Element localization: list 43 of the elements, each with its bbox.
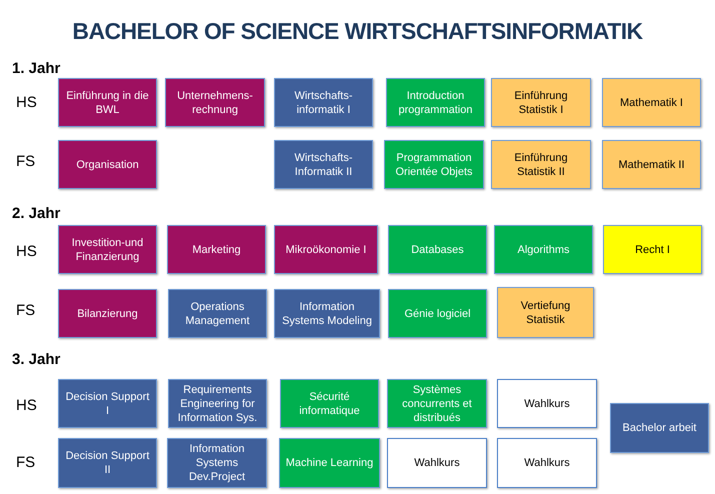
- course-box: Unternehmens-rechnung: [165, 78, 265, 127]
- course-box: Einführung in die BWL: [58, 78, 157, 127]
- course-box: Recht I: [603, 225, 702, 274]
- course-box: Bilanzierung: [58, 289, 157, 338]
- course-box: Mathematik I: [602, 78, 701, 127]
- semester-label: FS: [16, 453, 36, 473]
- semester-label: HS: [16, 242, 37, 262]
- course-box: Einführung Statistik I: [491, 78, 591, 127]
- semester-label: FS: [16, 152, 36, 172]
- course-box: Machine Learning: [279, 438, 380, 488]
- semester-label: HS: [16, 396, 37, 416]
- course-box: Databases: [388, 225, 487, 274]
- course-box: Programmation Orientée Objets: [384, 140, 484, 189]
- course-box: Algorithms: [494, 225, 593, 274]
- course-box: Introduction programmation: [386, 78, 485, 127]
- course-box: Operations Management: [168, 289, 267, 338]
- course-box: Mathematik II: [602, 140, 701, 189]
- course-box: Information Systems Dev.Project: [167, 438, 267, 488]
- year-heading: 3. Jahr: [12, 350, 60, 370]
- course-box: Bachelor arbeit: [610, 403, 709, 453]
- course-box: Génie logiciel: [388, 289, 487, 338]
- title: BACHELOR OF SCIENCE WIRTSCHAFTSINFORMATIK: [71, 17, 644, 46]
- course-box: Organisation: [58, 140, 157, 189]
- course-box: Requirements Engineering for Information Sys.: [168, 379, 267, 428]
- course-box: Wahlkurs: [387, 438, 487, 488]
- course-box: Einführung Statistik II: [491, 140, 591, 189]
- course-box: Wirtschafts-Informatik II: [274, 140, 373, 189]
- semester-label: FS: [16, 301, 36, 321]
- course-box: Wahlkurs: [497, 438, 597, 488]
- course-box: Sécurité informatique: [280, 379, 379, 428]
- course-box: Information Systems Modeling: [274, 289, 380, 338]
- year-heading: 2. Jahr: [12, 204, 60, 224]
- course-box: Marketing: [167, 225, 266, 274]
- course-box: Wahlkurs: [497, 379, 597, 428]
- semester-label: HS: [16, 93, 37, 113]
- course-box: Vertiefung Statistik: [497, 287, 594, 338]
- course-box: Investition-und Finanzierung: [58, 225, 157, 274]
- course-box: Wirtschafts-informatik I: [274, 78, 373, 127]
- course-box: Systèmes concurrents et distribués: [387, 379, 487, 428]
- course-box: Decision Support II: [58, 438, 157, 488]
- course-box: Mikroökonomie I: [274, 225, 378, 274]
- year-heading: 1. Jahr: [12, 59, 60, 79]
- course-box: Decision Support I: [58, 379, 157, 428]
